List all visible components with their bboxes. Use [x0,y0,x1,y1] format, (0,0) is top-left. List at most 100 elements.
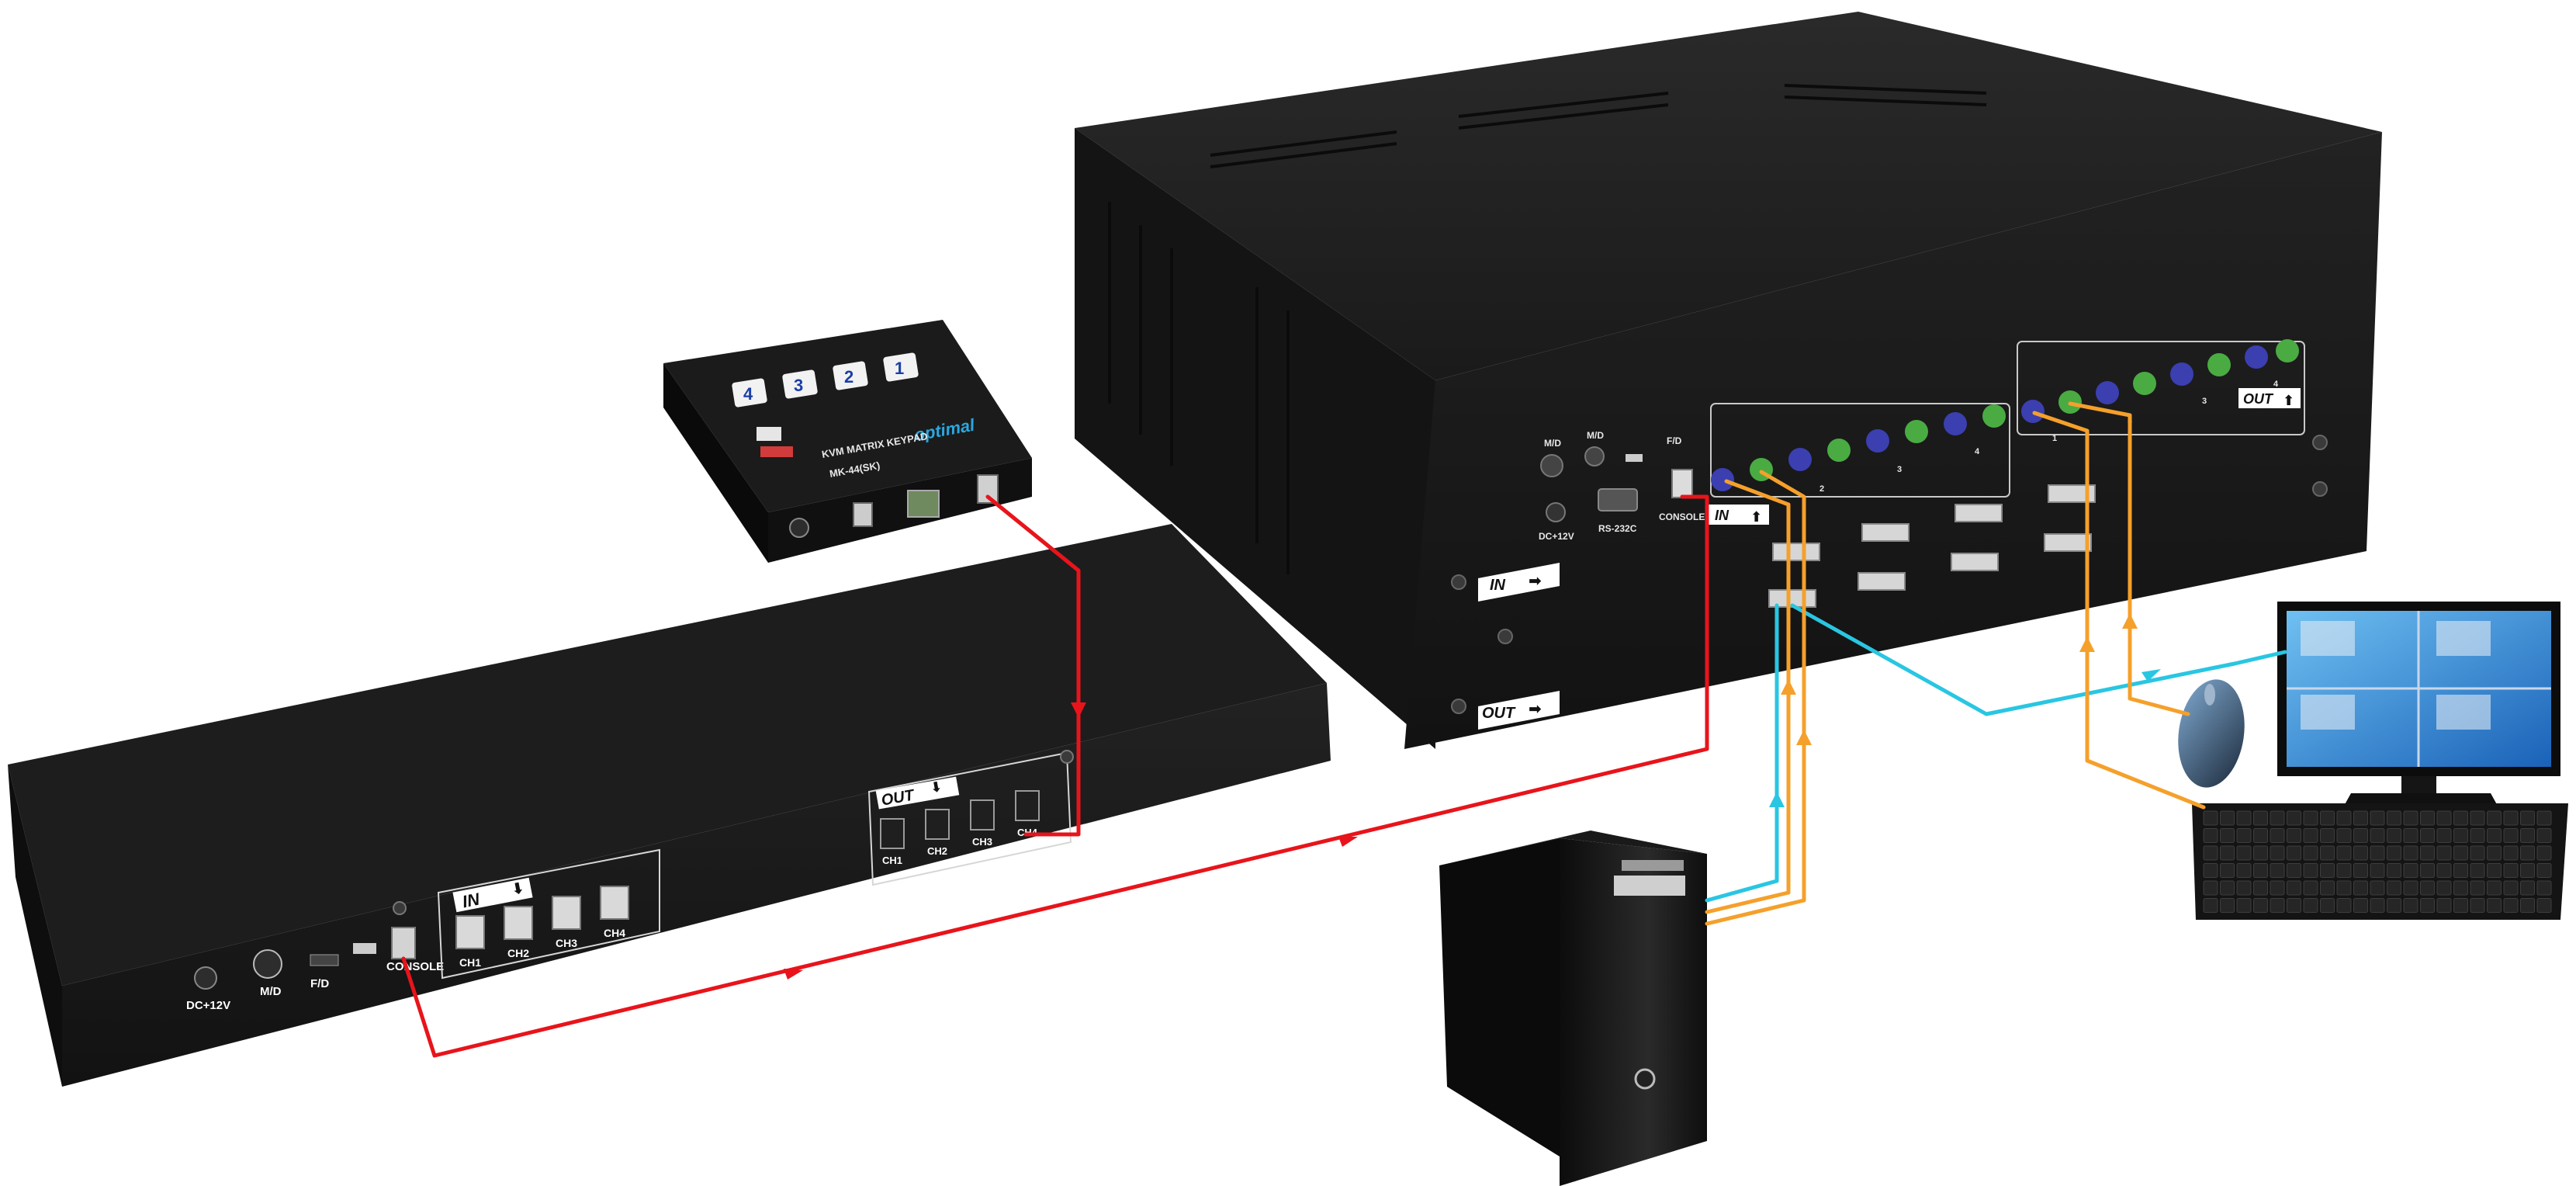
matrix-chassis: M/D M/D F/D DC+12V RS-232C CONSOLE 1 2 3… [1075,12,2382,749]
ps2-keyboard-port [2096,381,2119,404]
screw [1451,574,1466,590]
keyboard-key [2320,845,2335,861]
rj45-port [925,809,950,840]
chassis-usb-port [1626,454,1643,462]
arrow-up-icon [1781,679,1796,695]
ps2-mouse-port [2276,339,2299,362]
keyboard-key [2303,845,2318,861]
screen-window [2436,695,2491,730]
keypad-key-2[interactable] [833,361,868,390]
screw [1060,750,1074,764]
usb-cable-out-keyboard [2032,411,2206,810]
keyboard-key [2270,810,2285,826]
keyboard-key [2220,828,2235,843]
usb-cable-out-mouse [2068,401,2190,716]
chassis-in-tag [1707,505,1769,525]
arrow-up-icon [2079,636,2095,652]
screw [393,901,407,915]
usb-cable-pc-kbd [1705,479,1791,914]
ps2-keyboard-port [1866,429,1889,453]
keyboard-key [2470,845,2485,861]
tower-drive-bay [1614,876,1685,896]
keyboard-key [2253,845,2268,861]
keyboard-key [2403,880,2418,896]
keyboard-key [2253,810,2268,826]
arrow-up-icon [1796,730,1812,745]
cascade-out-ch3: CH3 [972,836,992,848]
keypad-key-4-label: 4 [743,384,753,404]
keyboard-key [2436,828,2452,843]
ps2-mouse-port [2133,372,2156,395]
ps2-keyboard-port [2245,345,2268,369]
keypad-key-3[interactable] [782,369,818,399]
keyboard-key [2303,810,2318,826]
keyboard-key [2236,845,2252,861]
keyboard-key [2520,828,2535,843]
keyboard-key [2520,880,2535,896]
keyboard-key [2536,863,2552,878]
keyboard-keys [2203,810,2552,913]
keyboard-key [2353,898,2368,913]
port-number: 4 [2273,380,2279,389]
keyboard-key [2203,828,2218,843]
chassis-dvi-ports [1768,484,2096,608]
keyboard-key [2270,863,2285,878]
keyboard-key [2420,810,2435,826]
cascade-in-ch2: CH2 [507,947,529,959]
keyboard-key [2387,810,2401,826]
dvi-port [1955,504,2003,522]
cascade-in-ch1: CH1 [459,956,481,969]
keypad-function-key[interactable] [757,427,781,441]
screw [2312,481,2328,497]
keyboard-key [2536,810,2552,826]
keyboard-key [2536,845,2552,861]
dvi-port [1772,543,1820,561]
keypad-key-1[interactable] [883,352,919,382]
keyboard-key [2236,828,2252,843]
rj45-port [880,818,905,849]
ps2-mouse-port [1827,439,1851,462]
keyboard-key [2453,898,2468,913]
cascade-fd-switch[interactable] [310,954,339,966]
keypad-power-port [789,518,809,538]
keyboard-key [2520,810,2535,826]
keypad-key-3-label: 3 [794,376,803,395]
keyboard-key [2436,845,2452,861]
chassis-md-label: M/D [1544,438,1561,449]
tower-power-button[interactable] [1634,1068,1656,1090]
ps2-mouse-port [1982,404,2006,428]
keypad-key-1-label: 1 [895,359,904,378]
keyboard-key [2487,898,2502,913]
dvi-port [2044,533,2092,552]
chassis-slot-out-tag [1478,691,1560,730]
keyboard-key [2370,845,2385,861]
keyboard-key [2236,898,2252,913]
keyboard-key [2253,898,2268,913]
keyboard-key [2370,898,2385,913]
arrow-down-icon [1071,702,1086,718]
cascade-in-ch3: CH3 [556,937,577,949]
mouse-body [2178,679,2245,788]
keypad-port [853,502,873,527]
keyboard-key [2270,898,2285,913]
arrow-up-icon [2122,613,2138,629]
keyboard-key [2536,880,2552,896]
keyboard-key [2336,828,2352,843]
keyboard-key [2220,863,2235,878]
keypad-indicator [760,446,793,457]
cascade-out-ch2: CH2 [927,845,947,857]
keypad-front [768,458,1032,563]
keyboard-key [2203,863,2218,878]
keyboard-key [2403,810,2418,826]
keyboard-key [2387,880,2401,896]
chassis-console-label: CONSOLE [1659,512,1705,522]
cascade-fd-label: F/D [310,977,329,990]
keyboard-key [2270,880,2285,896]
cascade-out-ch1: CH1 [882,855,902,866]
arrow-right-icon: ➡ [1529,573,1542,590]
keyboard-key [2436,863,2452,878]
keypad-key-4[interactable] [732,378,767,407]
keyboard-key [2487,863,2502,878]
keyboard-key [2420,828,2435,843]
